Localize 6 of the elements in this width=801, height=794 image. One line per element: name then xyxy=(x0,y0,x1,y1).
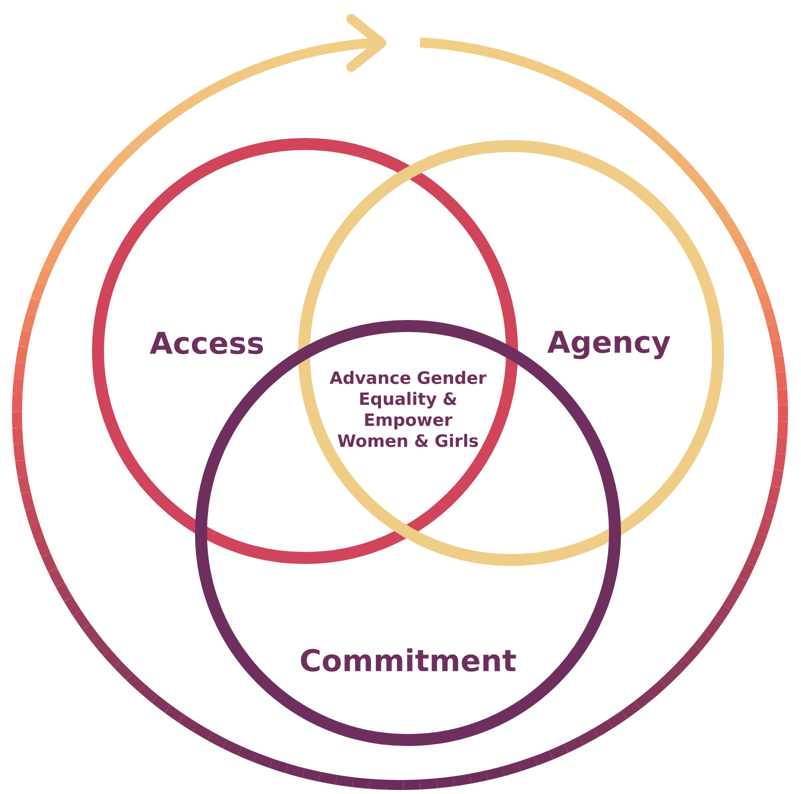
venn-circle xyxy=(298,140,724,566)
venn-circle xyxy=(92,138,518,564)
circle-label: Commitment xyxy=(300,648,516,672)
circle-label: Agency xyxy=(547,330,670,360)
center-text: Advance Gender Equality & Empower Women & Girls xyxy=(330,370,486,448)
circle-label: Access xyxy=(150,332,263,354)
